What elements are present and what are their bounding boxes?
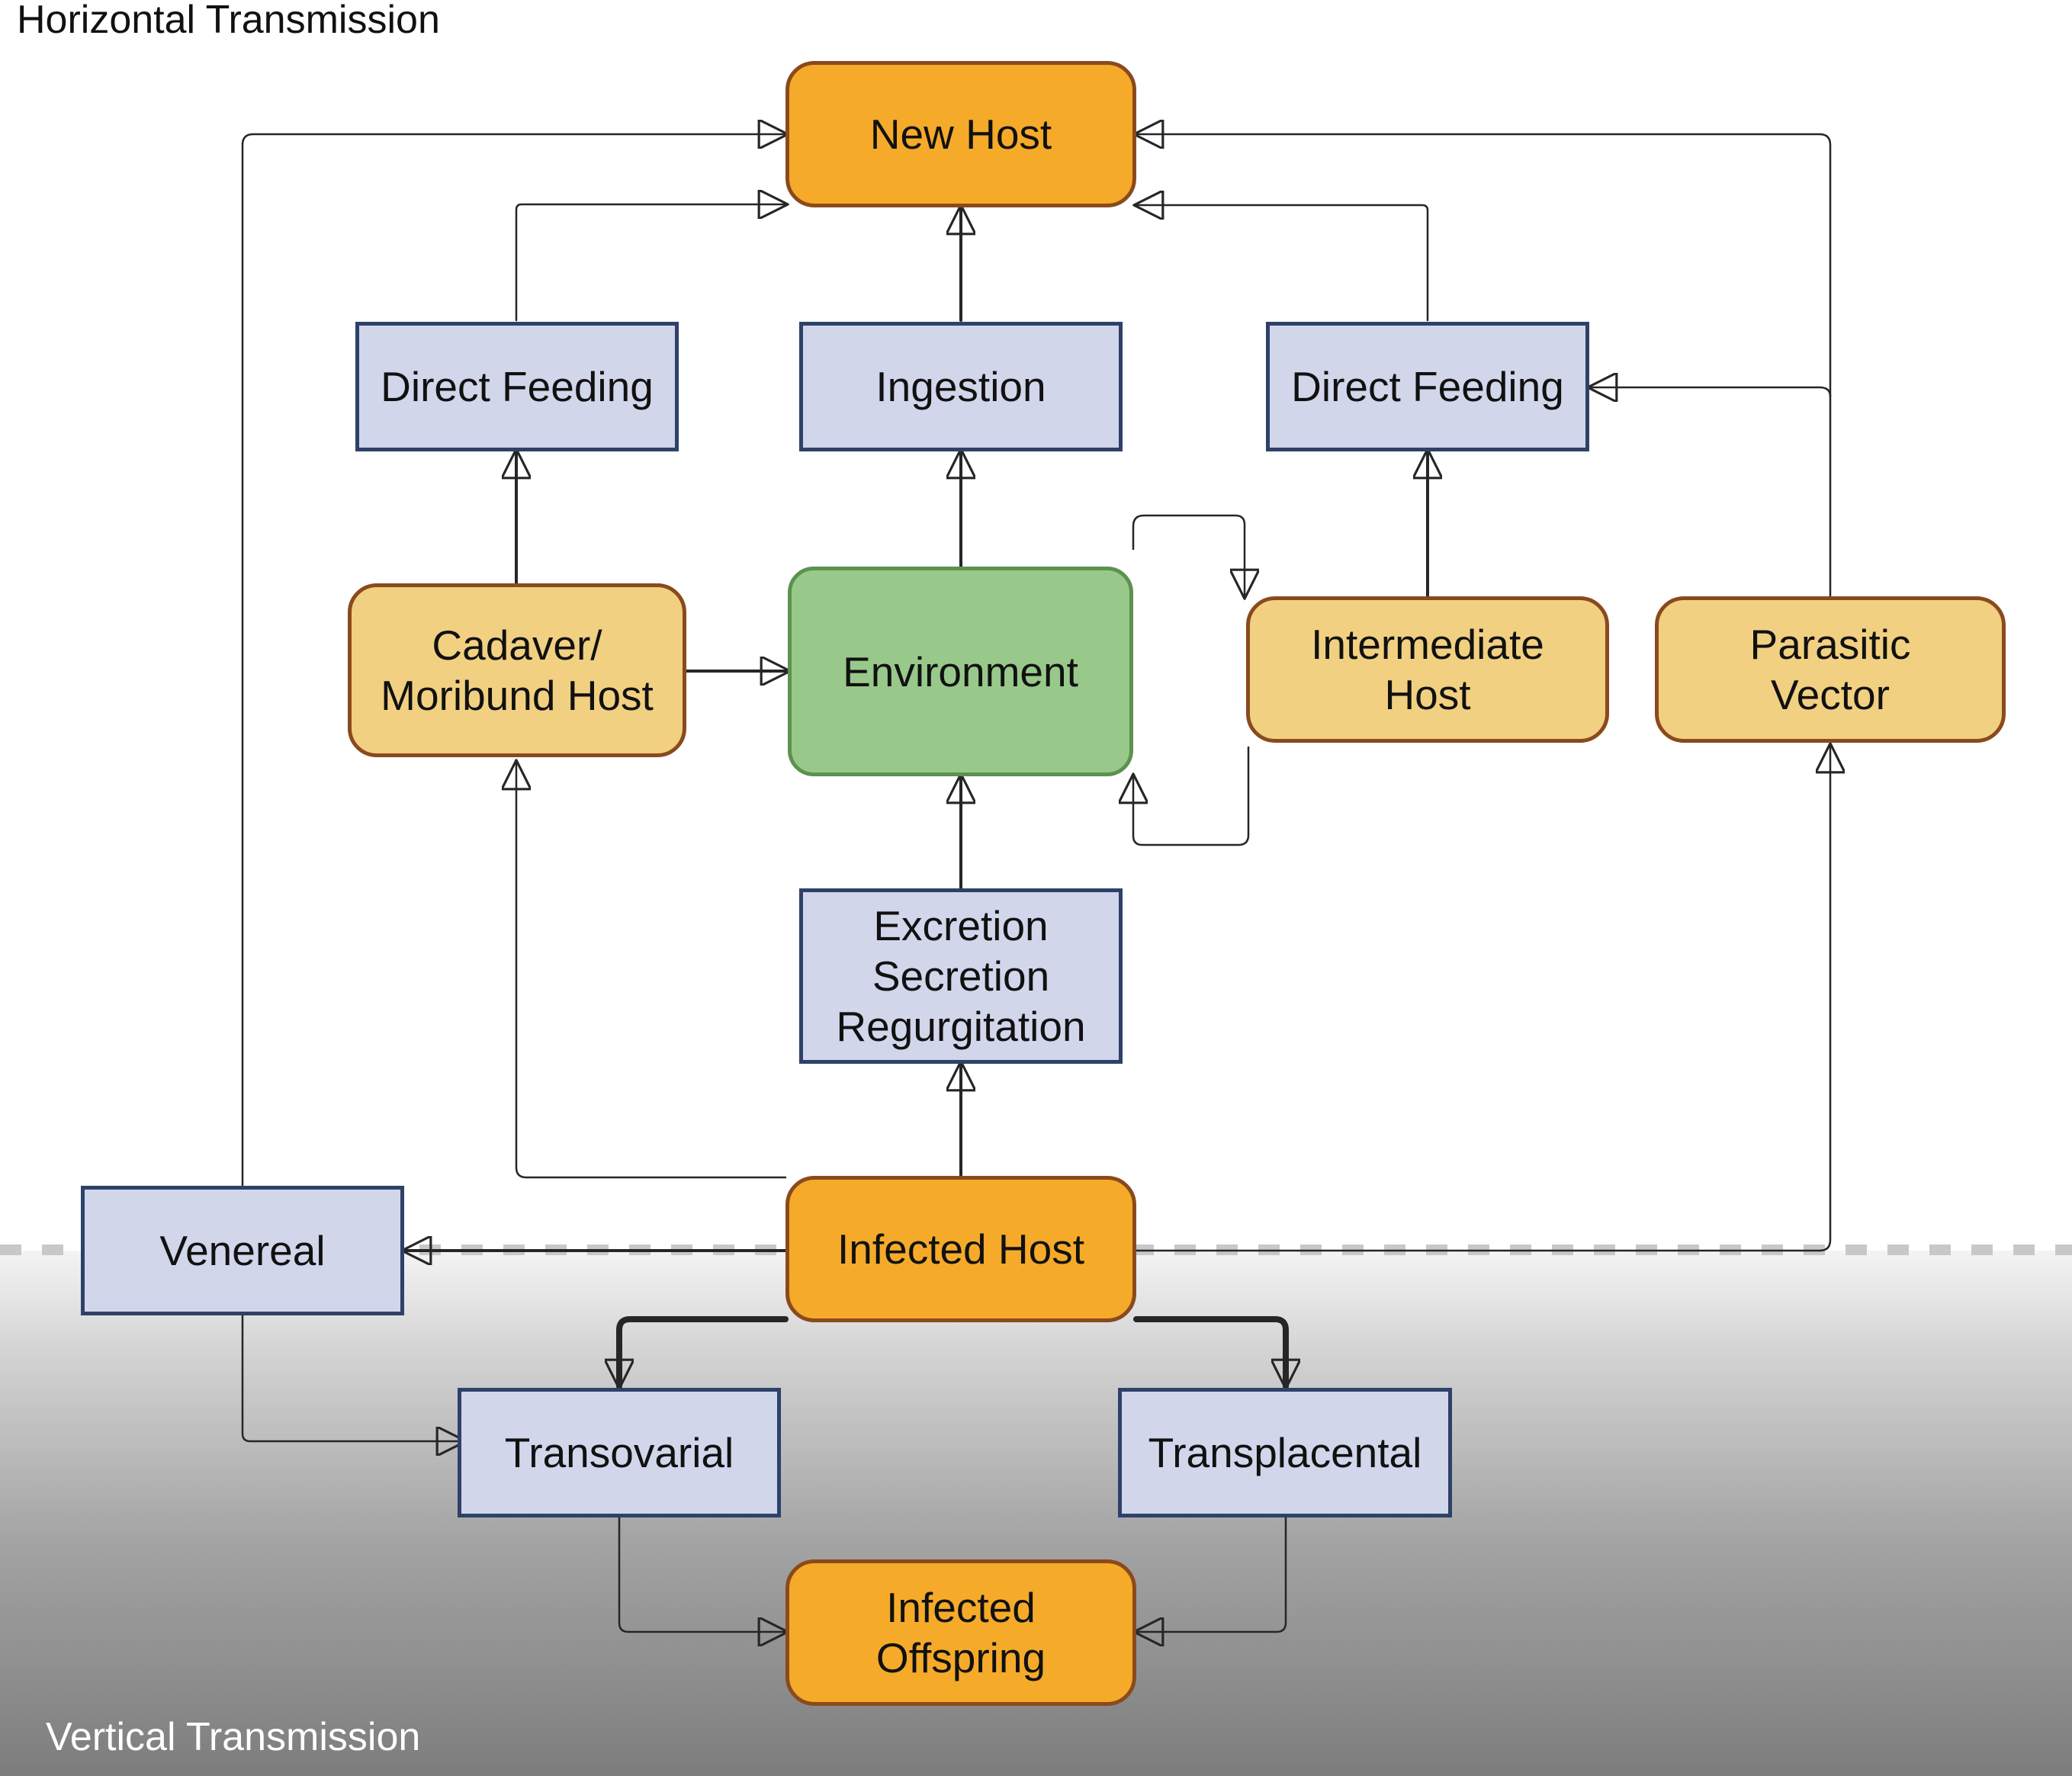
arrow-infected-host-to-transovarial xyxy=(619,1316,789,1386)
node-venereal: Venereal xyxy=(81,1186,404,1315)
arrow-infected-host-to-transplacental xyxy=(1133,1316,1286,1386)
arrow-infected-host-to-parasitic-vector xyxy=(1135,746,1830,1252)
arrow-direct-feeding-left-to-new-host xyxy=(515,204,785,322)
arrow-intermediate-host-to-environment xyxy=(1133,746,1250,846)
node-parasitic-vector: Parasitic Vector xyxy=(1655,596,2006,743)
node-ingestion: Ingestion xyxy=(799,322,1123,451)
node-transovarial: Transovarial xyxy=(458,1388,781,1517)
node-cadaver-moribund-host: Cadaver/ Moribund Host xyxy=(348,583,686,757)
arrow-transplacental-to-infected-offspring xyxy=(1136,1516,1287,1632)
arrow-venereal-to-new-host xyxy=(241,134,785,1187)
arrow-environment-to-intermediate-host xyxy=(1132,514,1245,596)
node-new-host: New Host xyxy=(785,61,1136,207)
arrow-transovarial-to-infected-offspring xyxy=(618,1516,785,1632)
node-infected-offspring: Infected Offspring xyxy=(785,1559,1136,1706)
arrow-venereal-to-transovarial xyxy=(241,1312,464,1441)
arrow-parasitic-vector-to-new-host xyxy=(1136,134,1832,598)
arrow-infected-host-to-cadaver xyxy=(516,763,787,1179)
node-intermediate-host: Intermediate Host xyxy=(1246,596,1609,743)
node-infected-host: Infected Host xyxy=(785,1176,1136,1322)
node-direct-feeding-right: Direct Feeding xyxy=(1266,322,1589,451)
node-transplacental: Transplacental xyxy=(1118,1388,1452,1517)
node-direct-feeding-left: Direct Feeding xyxy=(355,322,679,451)
arrow-parasitic-vector-to-direct-feeding-right xyxy=(1590,387,1832,397)
vertical-transmission-label: Vertical Transmission xyxy=(46,1715,421,1759)
node-environment: Environment xyxy=(788,567,1133,776)
horizontal-transmission-label: Horizontal Transmission xyxy=(17,0,440,42)
arrow-direct-feeding-right-to-new-host xyxy=(1136,205,1429,322)
node-excretion-secretion-regurgitation: Excretion Secretion Regurgitation xyxy=(799,888,1123,1064)
